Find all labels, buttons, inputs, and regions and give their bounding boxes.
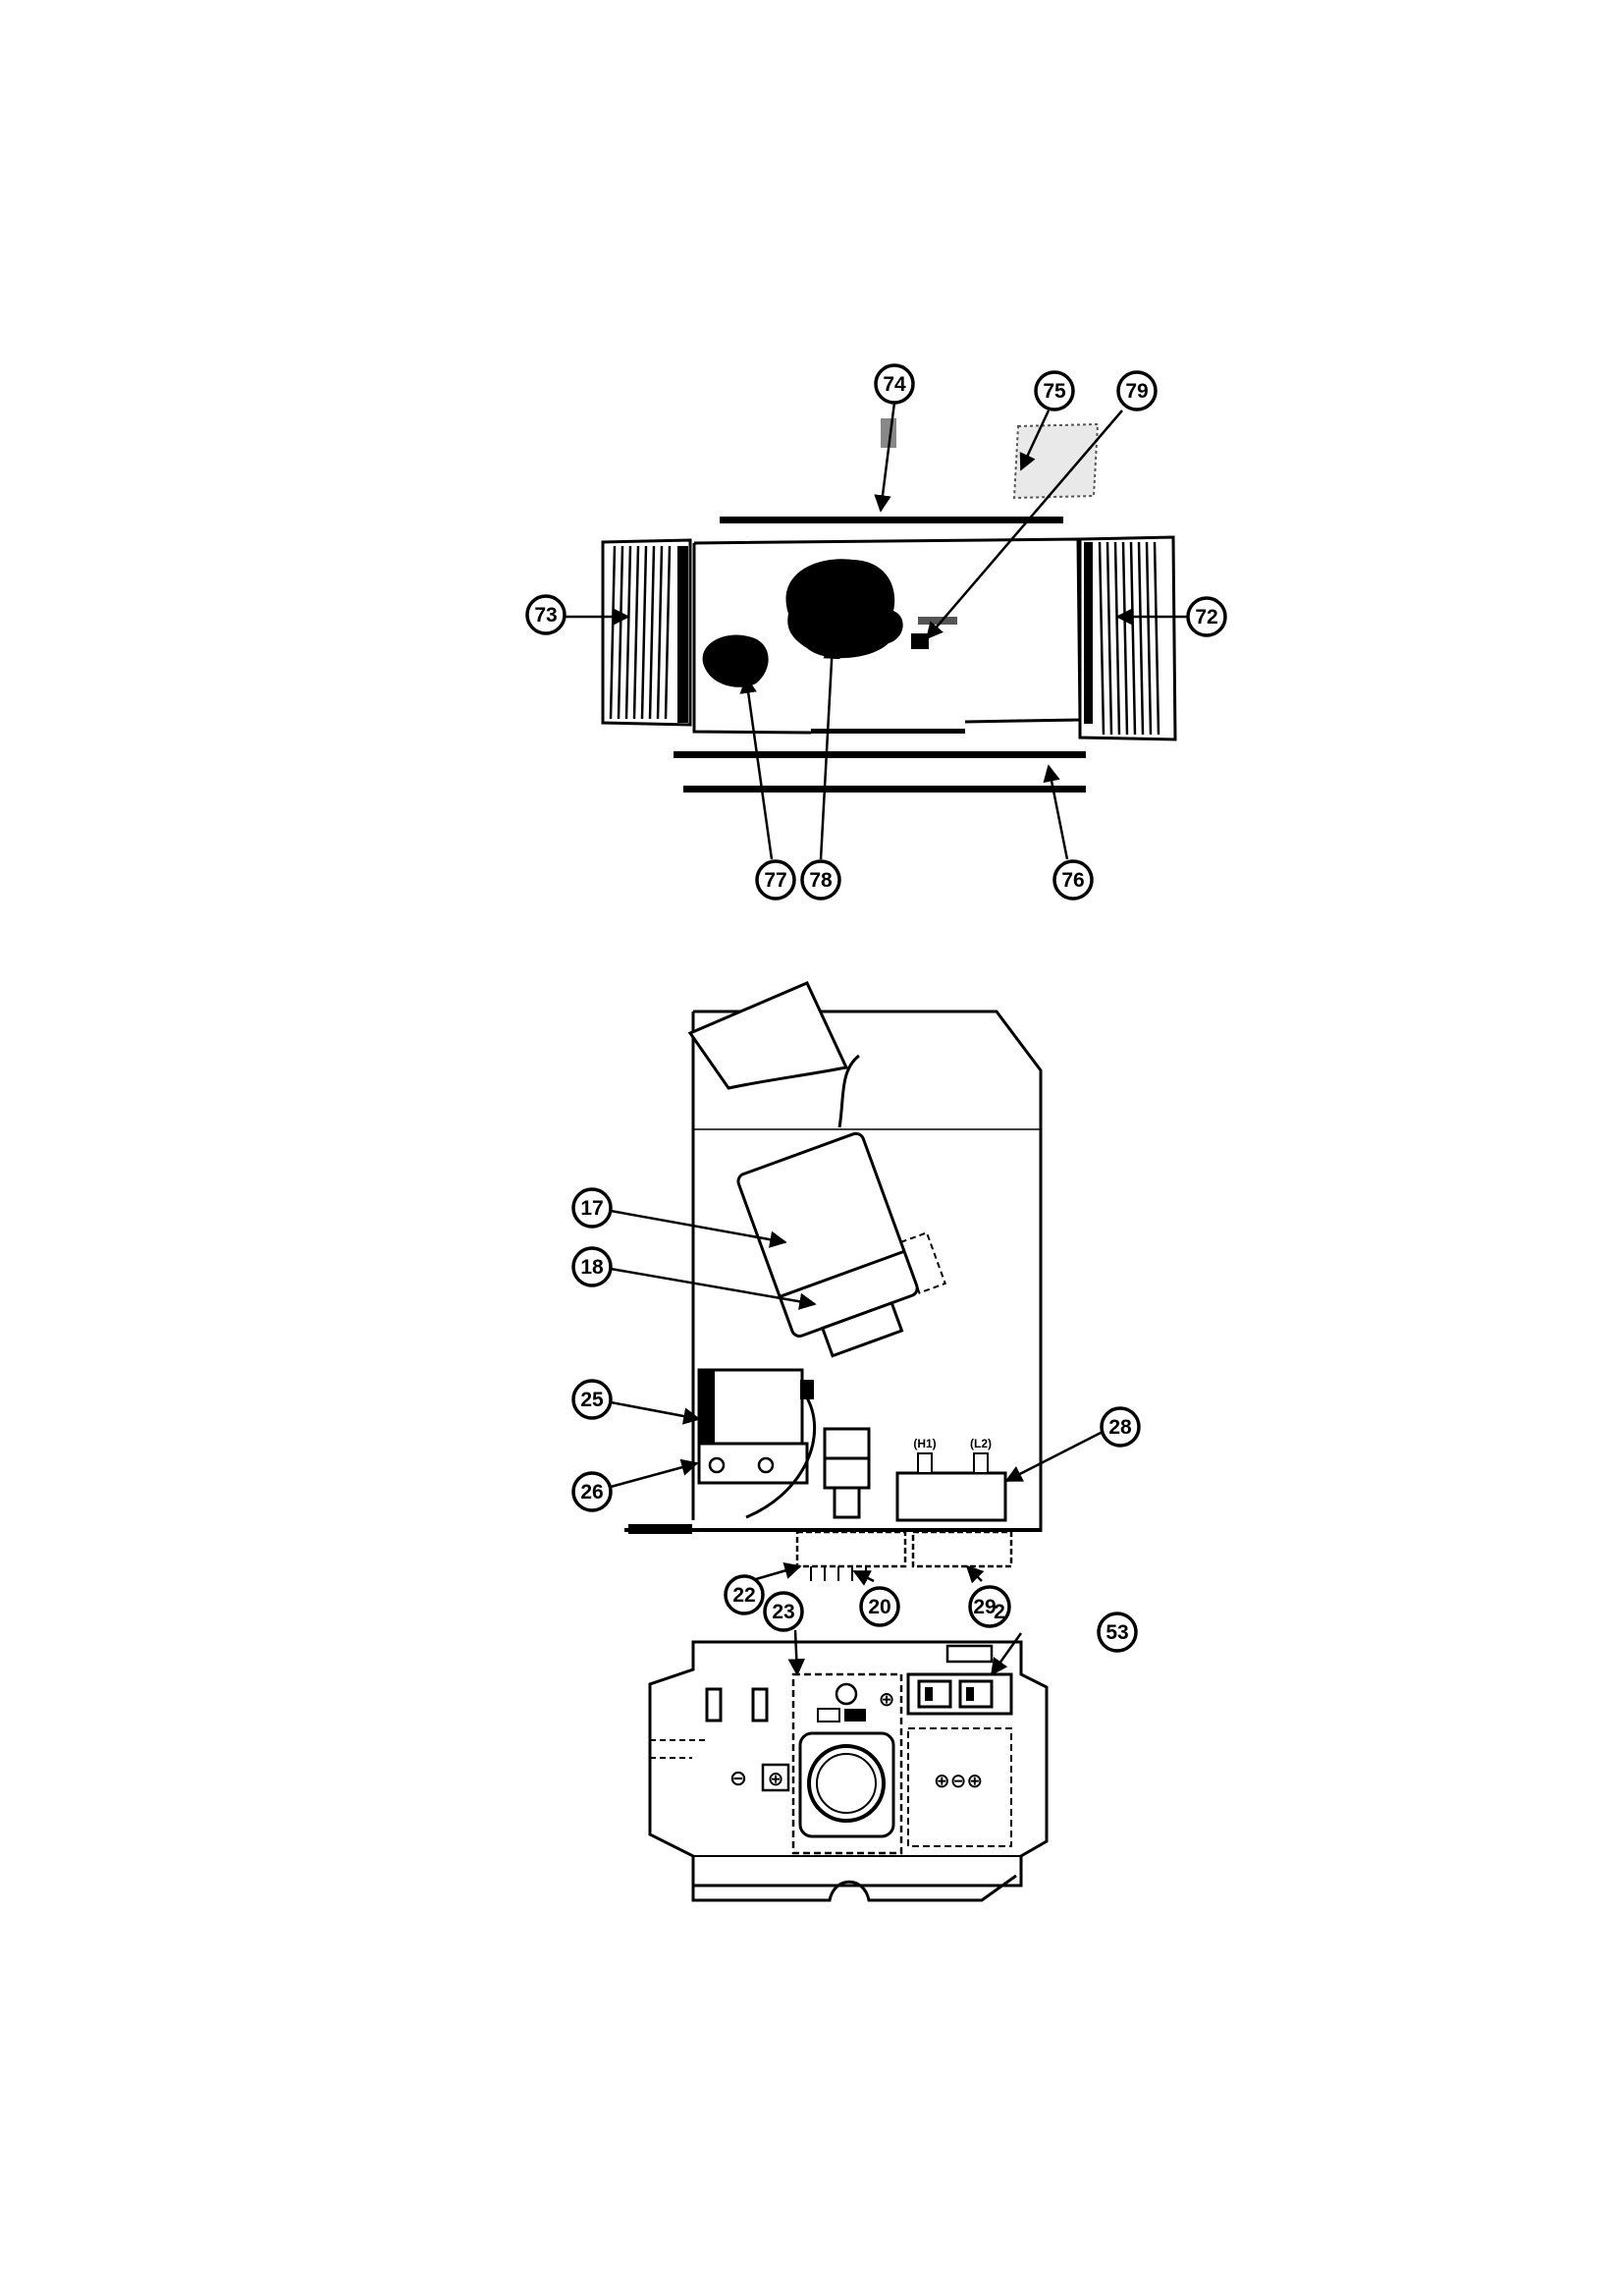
svg-text:79: 79 xyxy=(1125,380,1148,403)
callout-26: 26 xyxy=(571,1471,613,1512)
callout-75: 75 xyxy=(1034,370,1075,411)
callout-20: 20 xyxy=(859,1586,900,1627)
control-panel xyxy=(691,1010,1043,1532)
spool-20 xyxy=(823,1427,871,1519)
callout-76: 76 xyxy=(1052,859,1094,901)
bottom-back-rail xyxy=(683,786,1086,793)
callout-22: 22 xyxy=(724,1574,765,1615)
transformer-25 xyxy=(697,1368,817,1519)
svg-text:77: 77 xyxy=(764,869,786,892)
switch-block-53: ⊕⊖⊕ xyxy=(906,1644,1013,1847)
svg-text:18: 18 xyxy=(580,1256,604,1279)
svg-text:72: 72 xyxy=(1195,606,1217,629)
svg-text:28: 28 xyxy=(1108,1416,1132,1439)
control-box-assembly: (H1) (L2) xyxy=(624,981,1043,1581)
callout-23: 23 xyxy=(763,1591,804,1632)
svg-text:20: 20 xyxy=(868,1596,890,1618)
svg-text:25: 25 xyxy=(580,1389,604,1411)
callout-78: 78 xyxy=(800,859,841,901)
leaders-top xyxy=(566,402,1188,860)
small-part-79 xyxy=(911,633,929,649)
callout-72: 72 xyxy=(1186,596,1227,637)
svg-text:73: 73 xyxy=(534,604,557,627)
callout-18: 18 xyxy=(571,1246,613,1287)
connector-22 xyxy=(795,1530,907,1568)
right-end-coil xyxy=(1078,535,1177,741)
svg-text:⊖: ⊖ xyxy=(729,1766,747,1790)
callout-79: 79 xyxy=(1116,370,1158,411)
svg-text:⊕: ⊕ xyxy=(879,1689,895,1711)
connector-29 xyxy=(911,1530,1013,1568)
callout-74: 74 xyxy=(874,363,915,405)
top-rail xyxy=(720,517,1063,523)
svg-text:29: 29 xyxy=(973,1596,996,1618)
fan-motor-77 xyxy=(702,634,769,687)
callout-29: 29 2 xyxy=(968,1585,1011,1628)
svg-text:2: 2 xyxy=(994,1601,1005,1623)
svg-text:17: 17 xyxy=(580,1197,603,1220)
capacitor-17 xyxy=(736,1131,947,1358)
svg-text:22: 22 xyxy=(732,1584,755,1607)
bottom-flange xyxy=(691,1874,1017,1902)
callout-73: 73 xyxy=(525,594,566,635)
callout-25: 25 xyxy=(571,1379,613,1420)
svg-text:76: 76 xyxy=(1061,869,1084,892)
leaders-middle xyxy=(610,1209,1104,1586)
callout-17: 17 xyxy=(571,1187,613,1229)
terminal-label-h1: (H1) xyxy=(913,1437,936,1450)
bracket-75 xyxy=(1012,422,1100,500)
fan-blower-78 xyxy=(785,559,903,659)
svg-text:78: 78 xyxy=(809,869,833,892)
terminal-label-l2: (L2) xyxy=(970,1437,992,1450)
svg-text:⊕: ⊕ xyxy=(768,1769,784,1790)
bottom-front-rail xyxy=(674,751,1086,758)
callout-77: 77 xyxy=(755,859,796,901)
svg-text:26: 26 xyxy=(580,1481,603,1503)
svg-text:74: 74 xyxy=(883,373,906,396)
svg-text:75: 75 xyxy=(1043,380,1066,403)
terminal-block-28: (H1) (L2) xyxy=(895,1437,1007,1522)
svg-text:23: 23 xyxy=(772,1601,794,1623)
mounting-plate-assembly: ⊖ ⊕ ⊕ ⊕⊖⊕ xyxy=(648,1640,1049,1902)
base-pan-assembly xyxy=(601,418,1177,793)
callout-28: 28 xyxy=(1100,1406,1141,1448)
svg-text:53: 53 xyxy=(1106,1621,1128,1644)
upper-flap xyxy=(687,981,849,1090)
svg-text:⊕⊖⊕: ⊕⊖⊕ xyxy=(934,1771,983,1792)
left-end-coil xyxy=(601,538,692,727)
callout-53: 53 xyxy=(1097,1612,1138,1653)
